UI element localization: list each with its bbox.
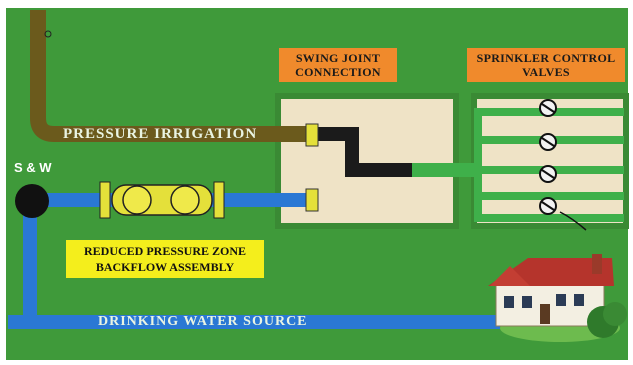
valve-wire [559, 211, 587, 231]
sprinkler-valves-label-text: SPRINKLER CONTROL VALVES [476, 51, 616, 79]
swing-joint-label-text: SWING JOINT CONNECTION [295, 51, 381, 79]
valve-icon [539, 99, 557, 117]
drinking-water-pipe [8, 200, 500, 329]
pipe-marker-icon [44, 30, 52, 38]
drinking-water-text: DRINKING WATER SOURCE [98, 314, 308, 329]
pressure-irrigation-pipe [30, 10, 312, 142]
house-icon [488, 254, 627, 342]
source-label: S & W [14, 160, 52, 175]
backflow-assembly [99, 181, 225, 219]
swing-joint-label: SWING JOINT CONNECTION [279, 48, 397, 82]
meter-icon [15, 184, 49, 218]
backflow-label-text: REDUCED PRESSURE ZONE BACKFLOW ASSEMBLY [83, 244, 247, 274]
swing-joint-fitting-bottom [305, 188, 319, 212]
pressure-irrigation-text: PRESSURE IRRIGATION [63, 126, 258, 142]
valve-icon [539, 197, 557, 215]
valve-icon [539, 165, 557, 183]
swing-joint-pipe [312, 127, 414, 177]
sprinkler-valves-label: SPRINKLER CONTROL VALVES [467, 48, 625, 82]
swing-joint-fitting-top [305, 123, 319, 147]
valve-icon [539, 133, 557, 151]
backflow-label: REDUCED PRESSURE ZONE BACKFLOW ASSEMBLY [66, 240, 264, 278]
